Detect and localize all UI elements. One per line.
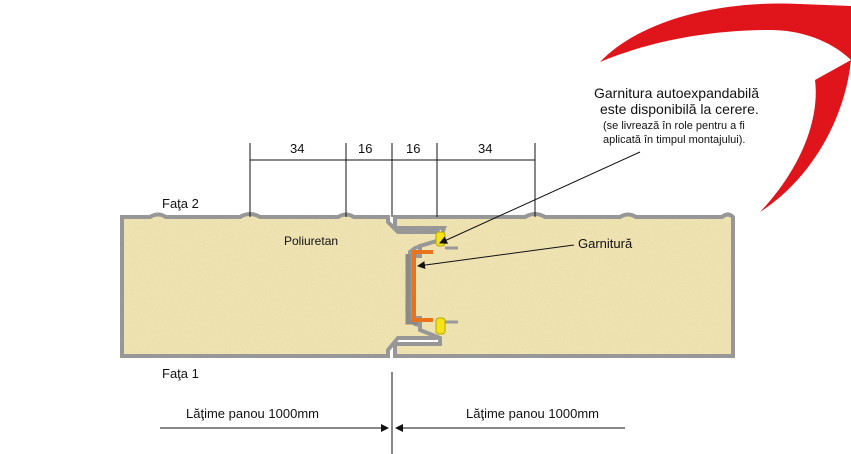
dimension-1: 34 [290, 141, 304, 156]
dimension-lines [160, 143, 625, 454]
seal-top [435, 231, 446, 247]
note-line-2: este disponibilă la cerere. [600, 101, 759, 117]
left-panel [120, 212, 443, 358]
right-panel [393, 212, 735, 358]
width-right-label: Lăţime panou 1000mm [466, 406, 599, 421]
dimension-4: 34 [478, 141, 492, 156]
dimension-2: 16 [358, 141, 372, 156]
red-crescent-decoration [600, 3, 851, 212]
note-line-1: Garnitura autoexpandabilă [594, 85, 759, 101]
seal-bottom [435, 317, 446, 335]
face-1-label: Faţa 1 [162, 366, 199, 381]
core-label: Poliuretan [284, 234, 338, 248]
note-line-3: (se livrează în role pentru a fi [603, 120, 745, 132]
gasket-strip [412, 250, 433, 322]
note-line-4: aplicată în timpul montajului). [603, 134, 745, 146]
leader-lines [417, 151, 641, 270]
width-left-label: Lăţime panou 1000mm [186, 406, 319, 421]
face-2-label: Faţa 2 [162, 196, 199, 211]
dimension-3: 16 [406, 141, 420, 156]
gasket-label: Garnitură [578, 236, 633, 251]
